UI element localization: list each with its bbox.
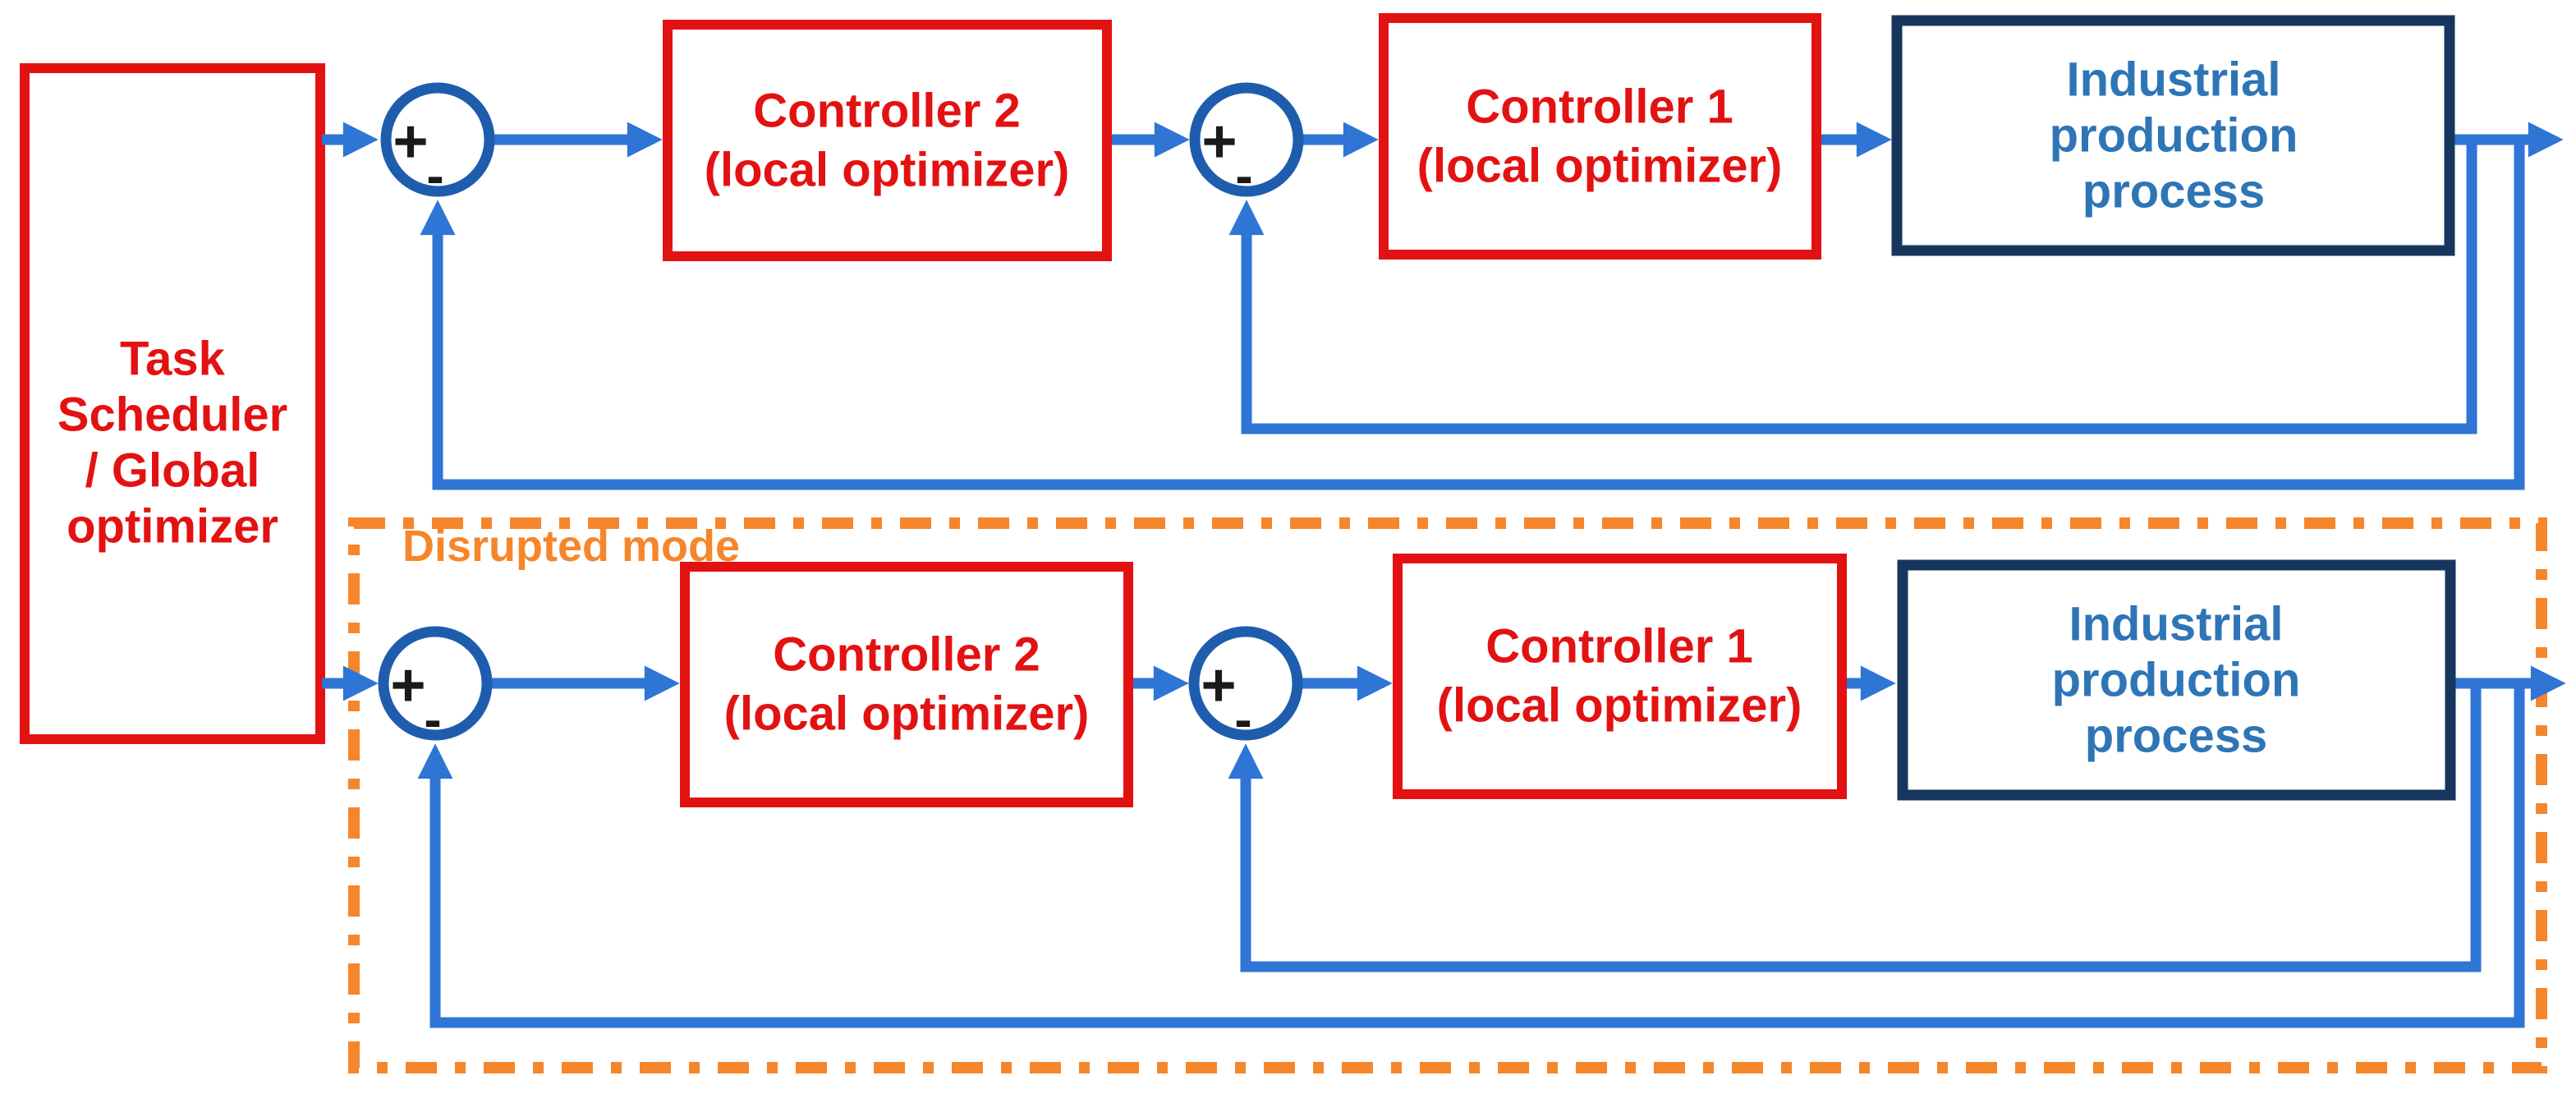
minus-sign: - bbox=[426, 146, 443, 205]
feedback-outer-line bbox=[417, 683, 2525, 1028]
controller2-label-line: Controller 2 bbox=[773, 628, 1040, 682]
plus-sign: + bbox=[1201, 651, 1236, 719]
industrial-process-label-line: Industrial bbox=[2069, 598, 2283, 651]
task-scheduler-label-line: Scheduler bbox=[57, 388, 287, 442]
feedback-outer-line bbox=[420, 140, 2525, 490]
controller1-box bbox=[1393, 554, 1847, 799]
sum-junction-2 bbox=[1189, 82, 1304, 197]
sum-junction-2 bbox=[1188, 626, 1303, 741]
controller1-box bbox=[1379, 13, 1821, 260]
sum-junction-1 bbox=[380, 82, 495, 197]
controller2-label-line: (local optimizer) bbox=[724, 687, 1090, 741]
industrial-process-label-line: process bbox=[2085, 710, 2267, 763]
task-scheduler-block: Task Scheduler / Global optimizer bbox=[20, 63, 325, 744]
minus-sign: - bbox=[424, 690, 441, 749]
controller1-label-line: Controller 1 bbox=[1466, 80, 1733, 134]
industrial-process-label-line: Industrial bbox=[2066, 53, 2280, 107]
disrupted-loop: Disrupted mode + - Controller 2 (local o… bbox=[322, 517, 2566, 1073]
sum-junction-1 bbox=[378, 626, 493, 741]
feedback-inner-line bbox=[1228, 683, 2482, 972]
plus-sign: + bbox=[1201, 108, 1237, 176]
controller1-label-line: (local optimizer) bbox=[1437, 679, 1802, 733]
controller2-box bbox=[663, 20, 1112, 261]
industrial-process-box bbox=[1897, 559, 2456, 801]
industrial-process-label-line: production bbox=[2052, 654, 2301, 707]
industrial-process-label-line: production bbox=[2050, 109, 2298, 163]
normal-loop: + - Controller 2 (local optimizer) + - C… bbox=[322, 13, 2564, 490]
task-scheduler-label-line: Task bbox=[120, 333, 226, 386]
plus-sign: + bbox=[393, 108, 428, 176]
minus-sign: - bbox=[1235, 146, 1252, 205]
plus-sign: + bbox=[390, 651, 425, 719]
disrupted-mode-border bbox=[348, 517, 2547, 1073]
controller2-label-line: Controller 2 bbox=[753, 85, 1021, 138]
task-scheduler-label-line: optimizer bbox=[67, 500, 278, 554]
controller1-label-line: Controller 1 bbox=[1485, 620, 1753, 673]
task-scheduler-label-line: / Global bbox=[85, 444, 260, 498]
controller2-label-line: (local optimizer) bbox=[705, 144, 1070, 197]
task-scheduler-box bbox=[20, 63, 325, 744]
feedback-inner-line bbox=[1228, 140, 2477, 434]
industrial-process-box bbox=[1891, 15, 2455, 256]
controller2-box bbox=[680, 562, 1133, 807]
minus-sign: - bbox=[1234, 690, 1251, 749]
controller1-label-line: (local optimizer) bbox=[1417, 140, 1783, 193]
industrial-process-label-line: process bbox=[2082, 165, 2265, 218]
